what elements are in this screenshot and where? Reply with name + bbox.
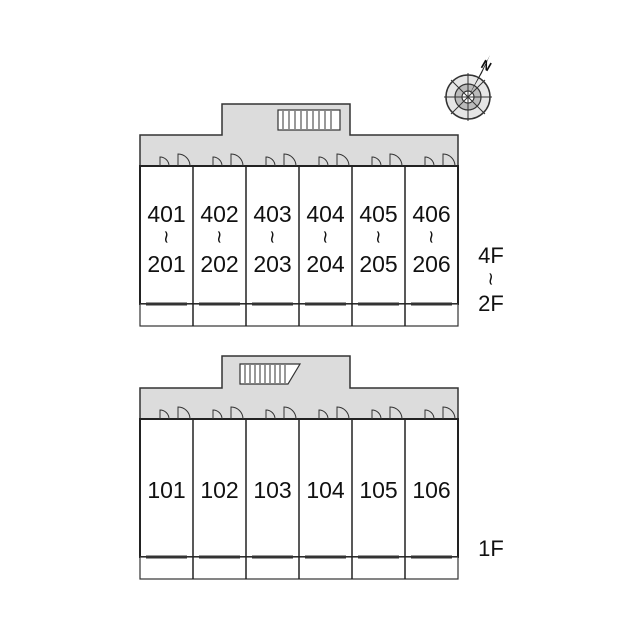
door-swing-icon	[442, 153, 456, 167]
door-swing-icon	[424, 156, 435, 167]
unit-label-406: 406	[412, 201, 450, 227]
door-swing-icon	[389, 406, 403, 420]
floor-range-sep: ~	[480, 271, 501, 286]
door-swing-icon	[265, 156, 276, 167]
unit-label-103: 103	[253, 477, 291, 503]
unit-label-104: 104	[306, 477, 345, 503]
unit-range-sep: ~	[262, 229, 283, 244]
compass-north-label: N	[479, 57, 495, 75]
lower-block: 101 102 103 104 105 106 1F	[139, 355, 504, 580]
unit-range-sep: ~	[368, 229, 389, 244]
door-swing-icon	[230, 406, 244, 420]
unit-label-106: 106	[412, 477, 450, 503]
upper-staircase-icon	[277, 109, 341, 131]
floor-label-bottom: 2F	[478, 291, 504, 316]
unit-label-101: 101	[147, 477, 185, 503]
compass-rose-icon: N	[444, 55, 494, 121]
floor-label-1f: 1F	[478, 536, 504, 561]
door-swing-icon	[159, 409, 170, 420]
door-swing-icon	[230, 153, 244, 167]
door-swing-icon	[177, 406, 191, 420]
unit-label-202: 202	[200, 251, 238, 277]
floor-label-top: 4F	[478, 243, 504, 268]
lower-staircase-icon	[239, 363, 302, 385]
door-swing-icon	[212, 409, 223, 420]
upper-block: 401 ~ 201 402 ~ 202 403 ~ 203 404 ~ 204 …	[139, 103, 504, 327]
door-swing-icon	[212, 156, 223, 167]
unit-range-sep: ~	[156, 229, 177, 244]
door-swing-icon	[389, 153, 403, 167]
door-swing-icon	[265, 409, 276, 420]
unit-label-402: 402	[200, 201, 238, 227]
unit-label-404: 404	[306, 201, 345, 227]
door-swing-icon	[424, 409, 435, 420]
unit-label-102: 102	[200, 477, 238, 503]
unit-label-201: 201	[147, 251, 185, 277]
door-swing-icon	[336, 153, 350, 167]
door-swing-icon	[283, 153, 297, 167]
door-swing-icon	[371, 156, 382, 167]
unit-label-206: 206	[412, 251, 450, 277]
unit-label-205: 205	[359, 251, 397, 277]
unit-range-sep: ~	[209, 229, 230, 244]
unit-range-sep: ~	[315, 229, 336, 244]
unit-range-sep: ~	[421, 229, 442, 244]
door-swing-icon	[177, 153, 191, 167]
unit-label-105: 105	[359, 477, 397, 503]
door-swing-icon	[336, 406, 350, 420]
door-swing-icon	[318, 156, 329, 167]
unit-label-401: 401	[147, 201, 185, 227]
unit-label-203: 203	[253, 251, 291, 277]
door-swing-icon	[442, 406, 456, 420]
door-swing-icon	[318, 409, 329, 420]
unit-label-405: 405	[359, 201, 397, 227]
door-swing-icon	[283, 406, 297, 420]
unit-label-204: 204	[306, 251, 345, 277]
unit-label-403: 403	[253, 201, 291, 227]
door-swing-icon	[159, 156, 170, 167]
door-swing-icon	[371, 409, 382, 420]
